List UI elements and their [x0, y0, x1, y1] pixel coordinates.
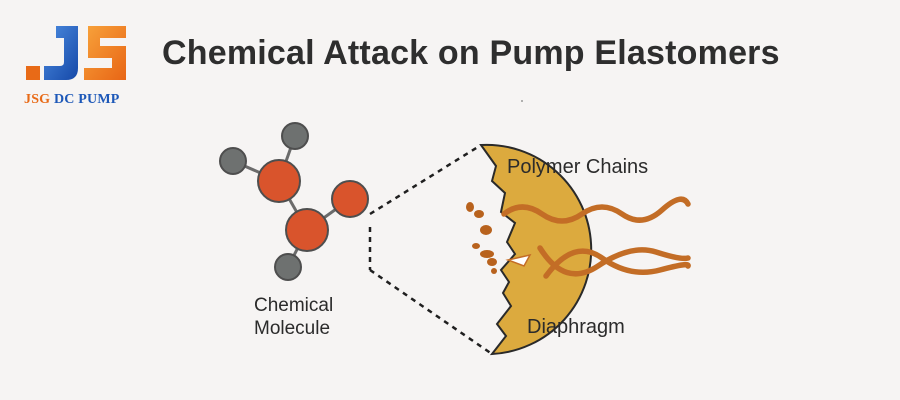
molecule-center-atom: [331, 180, 369, 218]
debris-fragment: [480, 225, 492, 235]
polymer-chains-label: Polymer Chains: [507, 156, 649, 178]
decorative-dot: [521, 100, 523, 102]
polymer-chain: [501, 196, 691, 224]
debris-fragment: [487, 258, 497, 266]
brand-prefix: JSG: [24, 92, 51, 107]
debris-fragment: [472, 243, 480, 249]
chemical-molecule-icon: [219, 122, 369, 281]
diaphragm-cross-section-icon: [479, 143, 691, 356]
polymer-chain: [543, 248, 691, 279]
brand-suffix: DC PUMP: [53, 92, 120, 107]
debris-fragment: [491, 268, 497, 274]
molecule-end-atom: [281, 122, 309, 150]
brand-logo: JSG DC PUMP: [22, 24, 142, 116]
zoom-callout-line: [369, 143, 482, 216]
molecule-label: Chemical Molecule: [254, 295, 334, 339]
attack-arrow-icon: [505, 253, 532, 267]
diaphragm-body: [479, 143, 593, 356]
debris-fragment: [480, 250, 494, 258]
molecule-end-atom: [219, 147, 247, 175]
molecule-end-atom: [274, 253, 302, 281]
debris-fragment: [474, 210, 484, 218]
brand-name: JSG DC PUMP: [24, 92, 120, 108]
molecule-center-atom: [285, 208, 329, 252]
page-title: Chemical Attack on Pump Elastomers: [162, 34, 780, 72]
debris-fragments: [466, 202, 497, 274]
zoom-callout-line: [369, 268, 493, 356]
brand-logo-icon: [26, 26, 126, 80]
polymer-chain: [537, 245, 691, 277]
polymer-chain-icon: [501, 196, 691, 279]
molecule-center-atom: [257, 159, 301, 203]
diaphragm-label: Diaphragm: [527, 316, 625, 338]
debris-fragment: [466, 202, 474, 212]
